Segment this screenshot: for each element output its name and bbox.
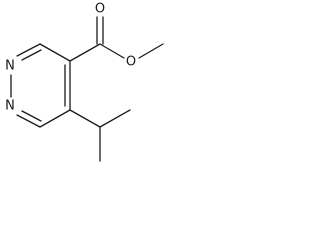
atom-label-o-ester: O — [126, 55, 136, 70]
bond-ch-methyl-up — [99, 109, 131, 128]
bond-ring-carbonyl-c — [69, 43, 101, 62]
bond-c-c-lower — [39, 109, 71, 128]
bond-carbonyl-c-o — [99, 43, 125, 59]
bond-ring-ch — [69, 109, 101, 128]
bond-o-methyl — [138, 43, 164, 59]
bond-c-n1 — [16, 43, 41, 57]
atom-label-n2: N — [5, 99, 15, 114]
bond-n2-c — [16, 114, 41, 128]
structure-canvas: N N O O — [0, 0, 184, 172]
pyridazine-ring — [10, 43, 71, 128]
bond-n2-c-inner — [21, 110, 42, 122]
chemical-structure: N N O O — [5, 2, 164, 162]
ester-group — [69, 16, 164, 62]
bond-c-n1-inner — [21, 49, 42, 61]
bond-c-c-upper — [39, 43, 71, 62]
isopropyl-group — [69, 109, 131, 162]
atom-label-o-carbonyl: O — [95, 2, 105, 17]
atom-label-n1: N — [5, 59, 15, 74]
